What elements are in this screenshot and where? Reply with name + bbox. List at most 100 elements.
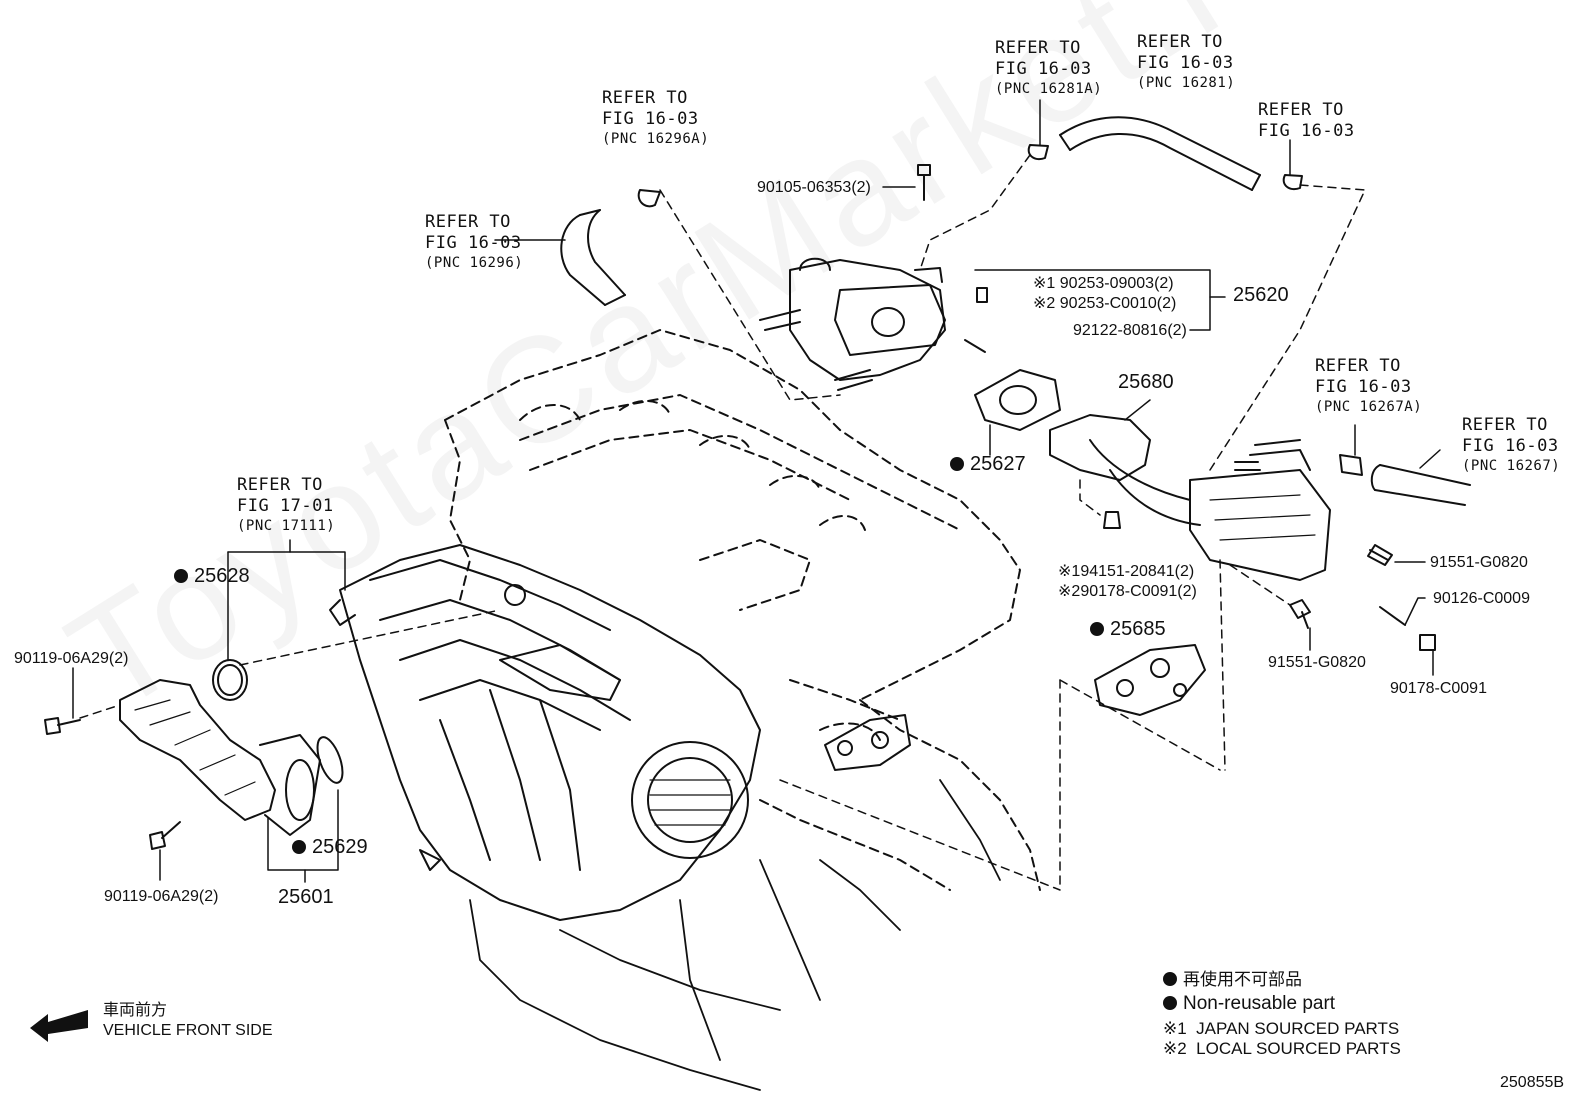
ref-line2: FIG 16-03 (602, 109, 699, 129)
ref-pnc: (PNC 16296A) (602, 131, 710, 147)
code-number: 90178-C0091(2) (1080, 583, 1197, 600)
part-25685: 25685 (1090, 619, 1166, 640)
water-bypass-pipe (119, 679, 321, 836)
ref-1603: REFER TO FIG 16-03 (1258, 100, 1355, 142)
non-reusable-dot (1090, 622, 1104, 636)
part-number: 25628 (194, 565, 250, 587)
part-25620: 25620 (1233, 284, 1289, 306)
ref-16296a: REFER TO FIG 16-03 (PNC 16296A) (602, 88, 709, 148)
code-number: 90253-C0010(2) (1059, 295, 1177, 312)
code-94151-20841: ※194151-20841(2) (1058, 561, 1194, 582)
ref-line2: FIG 17-01 (237, 496, 334, 516)
legend-nonreusable-jp: 再使用不可部品 (1163, 969, 1302, 990)
ref-16281: REFER TO FIG 16-03 (PNC 16281) (1137, 32, 1235, 92)
part-number: 25685 (1110, 618, 1166, 640)
part-number: 25629 (312, 836, 368, 858)
ref-16296: REFER TO FIG 16-03 (PNC 16296) (425, 212, 523, 272)
ref-pnc: (PNC 16267A) (1315, 399, 1423, 415)
part-25628: 25628 (174, 566, 250, 587)
code-90253-09003: ※1 90253-09003(2) (1033, 273, 1174, 294)
non-reusable-dot (174, 569, 188, 583)
mark-local: ※2 (1033, 295, 1056, 312)
mark-japan: ※1 (1163, 1019, 1187, 1038)
part-number: 25627 (970, 453, 1026, 475)
part-25627: 25627 (950, 454, 1026, 475)
ref-line1: REFER TO (237, 475, 323, 495)
code-number: 90253-09003(2) (1059, 275, 1174, 292)
egr-pipe (1049, 414, 1331, 581)
ref-pnc: (PNC 16267) (1462, 458, 1561, 474)
non-reusable-dot (950, 457, 964, 471)
dashed-assembly-lines (79, 154, 1366, 891)
mark-local: ※2 (1058, 583, 1081, 600)
ref-line1: REFER TO (1315, 356, 1401, 376)
ref-line2: FIG 16-03 (1137, 53, 1234, 73)
ref-line2: FIG 16-03 (1258, 121, 1355, 141)
hose-16296 (560, 209, 626, 306)
mark-japan: ※1 (1033, 275, 1056, 292)
vehicle-front-en: VEHICLE FRONT SIDE (103, 1022, 273, 1039)
code-90178-C0091: 90178-C0091 (1390, 680, 1487, 697)
legend-text: Non-reusable part (1183, 993, 1336, 1014)
code-90119-06A29-a: 90119-06A29(2) (14, 650, 129, 667)
ref-16267: REFER TO FIG 16-03 (PNC 16267) (1462, 415, 1560, 475)
fasteners (44, 164, 1436, 850)
gasket-25628 (212, 659, 248, 701)
ref-line2: FIG 16-03 (1315, 377, 1412, 397)
ref-line1: REFER TO (602, 88, 688, 108)
ref-line2: FIG 16-03 (1462, 436, 1559, 456)
engine-head-outline (444, 329, 1041, 891)
legend-japan-sourced: ※1 JAPAN SOURCED PARTS (1163, 1018, 1399, 1039)
gasket-25627 (974, 369, 1061, 431)
code-number: 94151-20841(2) (1080, 563, 1195, 580)
ref-line1: REFER TO (1258, 100, 1344, 120)
figure-id: 250855B (1500, 1074, 1565, 1091)
ref-pnc: (PNC 16281) (1137, 75, 1236, 91)
ref-line1: REFER TO (425, 212, 511, 232)
part-25629: 25629 (292, 837, 368, 858)
code-90253-C0010: ※2 90253-C0010(2) (1033, 293, 1176, 314)
code-90126-C0009: 90126-C0009 (1433, 590, 1530, 607)
code-90119-06A29-b: 90119-06A29(2) (104, 888, 219, 905)
code-92122-80816: 92122-80816(2) (1073, 322, 1187, 339)
legend-nonreusable-en: Non-reusable part (1163, 993, 1335, 1014)
ref-17111: REFER TO FIG 17-01 (PNC 17111) (237, 475, 335, 535)
code-90105-06353: 90105-06353(2) (757, 179, 871, 196)
non-reusable-dot (1163, 972, 1177, 986)
intake-manifold (329, 544, 761, 921)
egr-valve (759, 257, 946, 391)
legend-text: LOCAL SOURCED PARTS (1196, 1039, 1401, 1058)
code-90178-C0091-2: ※290178-C0091(2) (1058, 581, 1197, 602)
non-reusable-dot (1163, 996, 1177, 1010)
ref-line1: REFER TO (1462, 415, 1548, 435)
code-91551-G0820-a: 91551-G0820 (1430, 554, 1528, 571)
code-91551-G0820-b: 91551-G0820 (1268, 654, 1366, 671)
gasket-25685 (1094, 644, 1206, 716)
non-reusable-dot (292, 840, 306, 854)
part-25680: 25680 (1118, 371, 1174, 393)
ref-line1: REFER TO (995, 38, 1081, 58)
gasket-small-left (824, 714, 911, 771)
ref-pnc: (PNC 16281A) (995, 81, 1103, 97)
ref-16281a: REFER TO FIG 16-03 (PNC 16281A) (995, 38, 1102, 98)
ref-line2: FIG 16-03 (425, 233, 522, 253)
hose-16267 (1370, 464, 1471, 506)
ref-16267a: REFER TO FIG 16-03 (PNC 16267A) (1315, 356, 1422, 416)
leader-lines (72, 99, 1441, 883)
engine-block-outline (469, 779, 1001, 1091)
legend-text: 再使用不可部品 (1183, 970, 1302, 989)
legend-local-sourced: ※2 LOCAL SOURCED PARTS (1163, 1038, 1401, 1059)
ref-line1: REFER TO (1137, 32, 1223, 52)
ref-pnc: (PNC 17111) (237, 518, 336, 534)
mark-japan: ※1 (1058, 563, 1081, 580)
hose-16281 (1059, 116, 1261, 191)
mark-local: ※2 (1163, 1039, 1187, 1058)
ref-pnc: (PNC 16296) (425, 255, 524, 271)
vehicle-front-jp: 車両前方 (103, 1002, 168, 1019)
clamps (637, 144, 1363, 476)
legend-text: JAPAN SOURCED PARTS (1196, 1019, 1400, 1038)
part-25601: 25601 (278, 886, 334, 908)
gasket-25629 (316, 736, 344, 784)
ref-line2: FIG 16-03 (995, 59, 1092, 79)
